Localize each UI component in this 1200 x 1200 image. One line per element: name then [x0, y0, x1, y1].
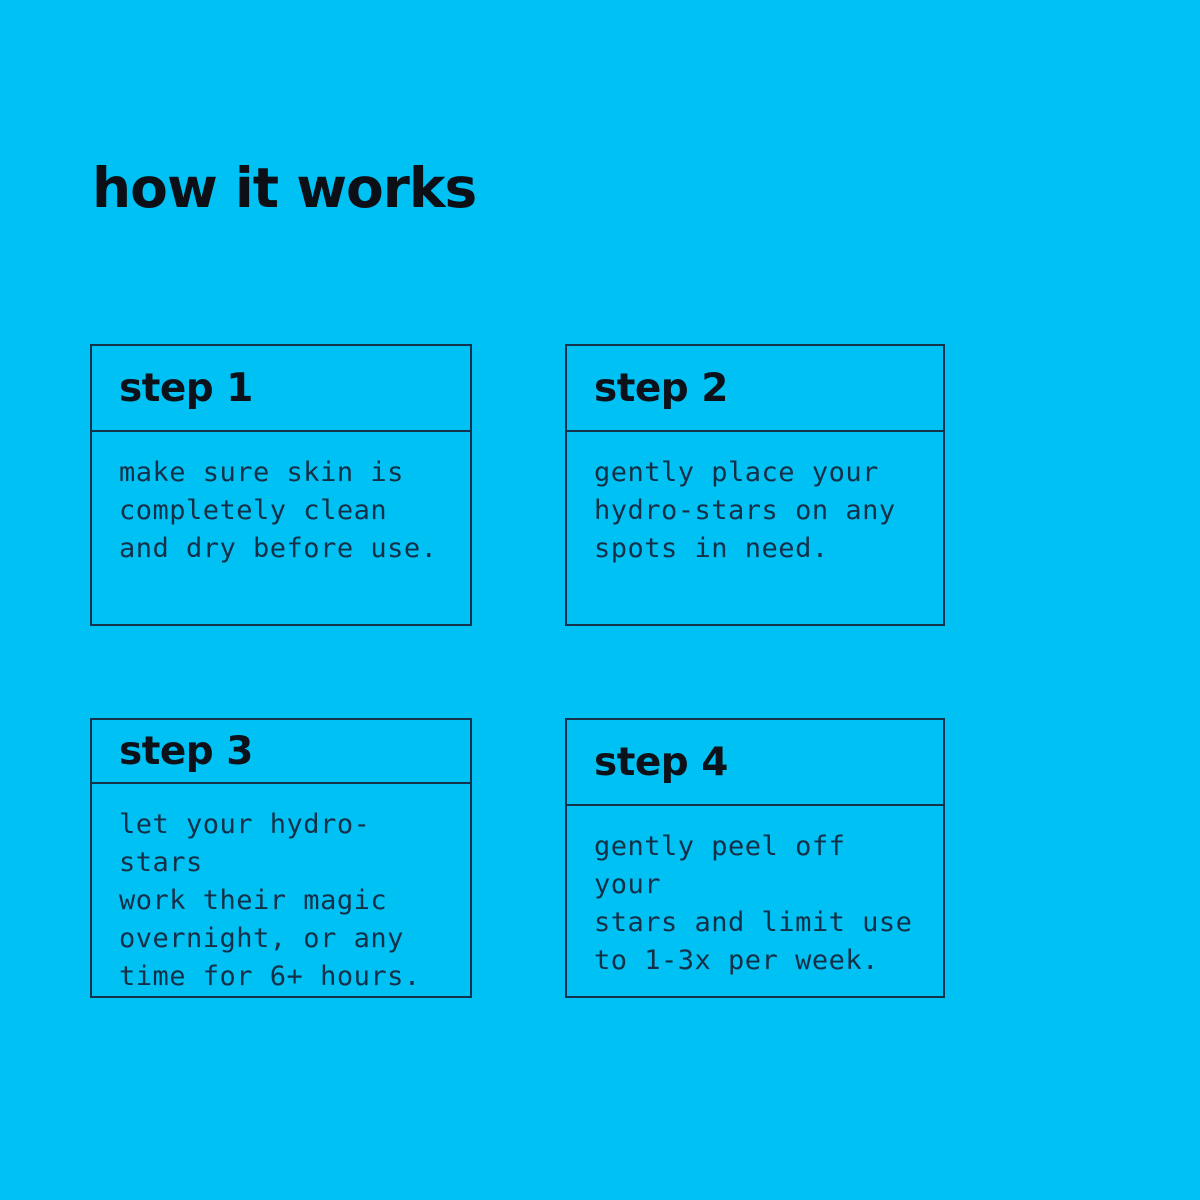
- step-card-2: step 2 gently place your hydro-stars on …: [565, 344, 945, 626]
- step-card-4: step 4 gently peel off your stars and li…: [565, 718, 945, 998]
- step-card-1: step 1 make sure skin is completely clea…: [90, 344, 472, 626]
- step-3-label: step 3: [92, 720, 470, 784]
- step-4-label: step 4: [567, 720, 943, 806]
- step-2-label: step 2: [567, 346, 943, 432]
- step-4-description: gently peel off your stars and limit use…: [594, 831, 913, 976]
- step-2-description: gently place your hydro-stars on any spo…: [594, 457, 896, 564]
- step-card-3: step 3 let your hydro-stars work their m…: [90, 718, 472, 998]
- steps-grid: step 1 make sure skin is completely clea…: [90, 344, 945, 998]
- step-1-label: step 1: [92, 346, 470, 432]
- page-title: how it works: [92, 155, 477, 220]
- step-1-description: make sure skin is completely clean and d…: [119, 457, 438, 564]
- step-3-description: let your hydro-stars work their magic ov…: [119, 809, 421, 992]
